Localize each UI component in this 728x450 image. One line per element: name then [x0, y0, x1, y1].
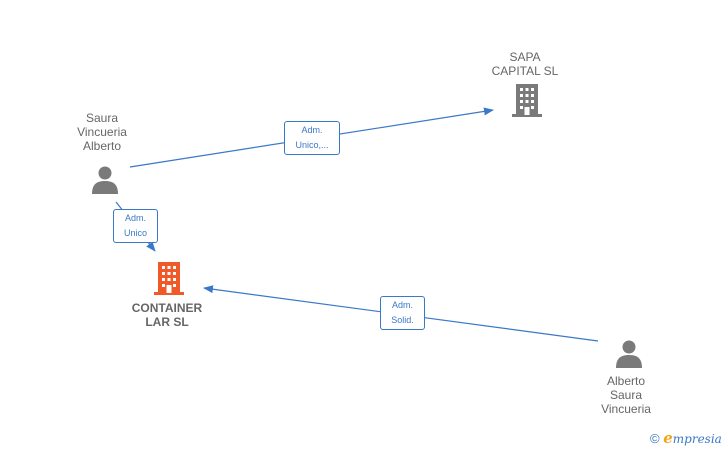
building-icon[interactable]	[154, 262, 184, 295]
brand-e-logo: e	[663, 429, 673, 447]
node-label-container: CONTAINER LAR SL	[131, 301, 203, 329]
node-label-alberto: Alberto Saura Vincueria	[601, 374, 651, 416]
edge-label-alberto-container[interactable]: Adm. Solid.	[380, 296, 425, 330]
person-icon[interactable]	[92, 166, 118, 195]
person-icon[interactable]	[616, 340, 642, 369]
node-label-sapa: SAPA CAPITAL SL	[491, 50, 559, 78]
empresia-watermark: © empresia	[650, 429, 722, 447]
brand-name: mpresia	[672, 432, 722, 446]
building-icon[interactable]	[512, 84, 542, 117]
copyright-symbol: ©	[650, 431, 660, 446]
edge-label-saura-sapa[interactable]: Adm. Unico,...	[284, 121, 340, 155]
node-label-saura: Saura Vincueria Alberto	[77, 111, 127, 153]
edge-label-saura-container[interactable]: Adm. Unico	[113, 209, 158, 243]
